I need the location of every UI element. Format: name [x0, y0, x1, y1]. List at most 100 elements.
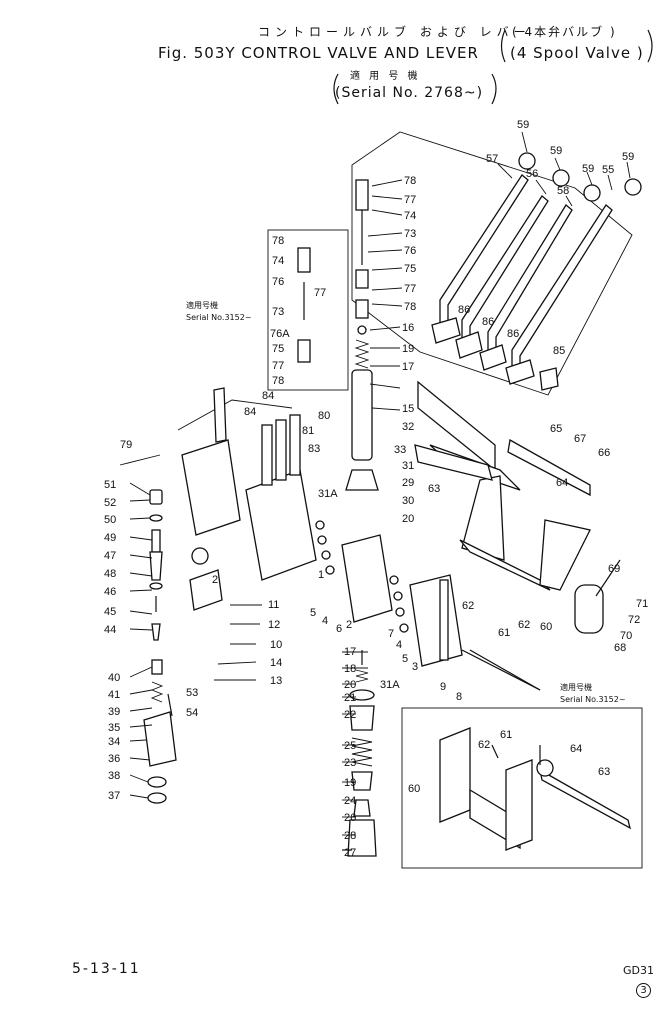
figure-title: Fig. 503Y CONTROL VALVE AND LEVER — [158, 44, 479, 62]
svg-text:48: 48 — [104, 568, 116, 580]
svg-text:61: 61 — [498, 627, 510, 639]
svg-text:28: 28 — [344, 830, 356, 842]
svg-text:9: 9 — [440, 681, 446, 693]
svg-text:16: 16 — [402, 322, 414, 334]
svg-text:73: 73 — [404, 228, 416, 240]
svg-text:86: 86 — [458, 304, 470, 316]
serial-note-left-jp: 適用号機 — [186, 301, 218, 310]
svg-text:26: 26 — [344, 812, 356, 824]
svg-text:44: 44 — [104, 624, 116, 636]
svg-text:76: 76 — [272, 276, 284, 288]
svg-text:73: 73 — [272, 306, 284, 318]
svg-text:68: 68 — [614, 642, 626, 654]
serial-note-right: Serial No.3152~ — [560, 695, 626, 704]
svg-text:30: 30 — [402, 495, 414, 507]
svg-text:38: 38 — [108, 770, 120, 782]
inset-box-left — [267, 229, 349, 391]
svg-text:15: 15 — [402, 403, 414, 415]
japanese-title: コントロールバルブ および レバー — [258, 25, 531, 39]
svg-text:18: 18 — [344, 663, 356, 675]
svg-text:14: 14 — [270, 657, 282, 669]
relief-valve-stack — [342, 650, 377, 857]
svg-text:19: 19 — [402, 343, 414, 355]
svg-text:62: 62 — [462, 600, 474, 612]
diagram-code: GD31 — [623, 964, 654, 977]
svg-text:84: 84 — [262, 390, 274, 402]
svg-text:31A: 31A — [380, 679, 400, 691]
svg-text:10: 10 — [270, 639, 282, 651]
svg-text:31A: 31A — [318, 488, 338, 500]
svg-text:77: 77 — [272, 360, 284, 372]
svg-text:22: 22 — [344, 709, 356, 721]
svg-text:39: 39 — [108, 706, 120, 718]
page-reference: 5-13-11 — [72, 961, 141, 977]
svg-text:76: 76 — [404, 245, 416, 257]
svg-text:8: 8 — [456, 691, 462, 703]
svg-text:75: 75 — [404, 263, 416, 275]
svg-text:20: 20 — [344, 679, 356, 691]
svg-text:83: 83 — [308, 443, 320, 455]
svg-text:11: 11 — [268, 599, 279, 611]
svg-text:59: 59 — [550, 145, 562, 157]
svg-text:78: 78 — [272, 375, 284, 387]
svg-text:41: 41 — [108, 689, 120, 701]
serial-range: (Serial No. 2768~) — [335, 85, 484, 101]
svg-text:45: 45 — [104, 606, 116, 618]
svg-text:4: 4 — [322, 615, 328, 627]
lower-bracket-assembly — [439, 727, 631, 851]
svg-text:67: 67 — [574, 433, 586, 445]
svg-text:75: 75 — [272, 343, 284, 355]
svg-text:78: 78 — [272, 235, 284, 247]
svg-text:17: 17 — [402, 361, 414, 373]
svg-text:4: 4 — [396, 639, 402, 651]
svg-text:36: 36 — [108, 753, 120, 765]
svg-text:5: 5 — [402, 653, 408, 665]
svg-text:20: 20 — [402, 513, 414, 525]
svg-text:59: 59 — [517, 119, 529, 131]
svg-text:34: 34 — [108, 736, 120, 748]
svg-text:77: 77 — [404, 194, 416, 206]
svg-text:56: 56 — [526, 168, 538, 180]
svg-text:5: 5 — [310, 607, 316, 619]
svg-text:86: 86 — [482, 316, 494, 328]
svg-text:27: 27 — [344, 847, 356, 859]
svg-text:62: 62 — [518, 619, 530, 631]
spool-note: (4 Spool Valve ) — [510, 44, 644, 62]
svg-text:55: 55 — [602, 164, 614, 176]
svg-text:60: 60 — [540, 621, 552, 633]
svg-text:7: 7 — [388, 628, 394, 640]
svg-text:46: 46 — [104, 586, 116, 598]
svg-text:52: 52 — [104, 497, 116, 509]
svg-text:63: 63 — [428, 483, 440, 495]
svg-text:69: 69 — [608, 563, 620, 575]
bracket-right — [647, 29, 653, 63]
svg-text:66: 66 — [598, 447, 610, 459]
svg-text:53: 53 — [186, 687, 198, 699]
svg-text:19: 19 — [344, 777, 356, 789]
svg-text:79: 79 — [120, 439, 132, 451]
svg-text:47: 47 — [104, 550, 116, 562]
svg-text:40: 40 — [108, 672, 120, 684]
svg-text:1: 1 — [318, 569, 324, 581]
svg-text:59: 59 — [622, 151, 634, 163]
svg-text:50: 50 — [104, 514, 116, 526]
valve-sections-middle — [315, 520, 541, 691]
svg-text:78: 78 — [404, 301, 416, 313]
svg-text:70: 70 — [620, 630, 632, 642]
japanese-spool-note: ( 4本弁バルブ ) — [512, 25, 617, 39]
control-valve-left — [177, 387, 317, 611]
svg-text:51: 51 — [104, 479, 116, 491]
svg-text:31: 31 — [402, 460, 414, 472]
serial-note-left: Serial No.3152~ — [186, 313, 252, 322]
svg-text:61: 61 — [500, 729, 512, 741]
svg-text:3: 3 — [412, 661, 418, 673]
bracket-frame — [417, 380, 621, 634]
svg-text:57: 57 — [486, 153, 498, 165]
linkage-stack — [345, 179, 379, 491]
svg-text:71: 71 — [636, 598, 648, 610]
svg-text:35: 35 — [108, 722, 120, 734]
svg-text:49: 49 — [104, 532, 116, 544]
